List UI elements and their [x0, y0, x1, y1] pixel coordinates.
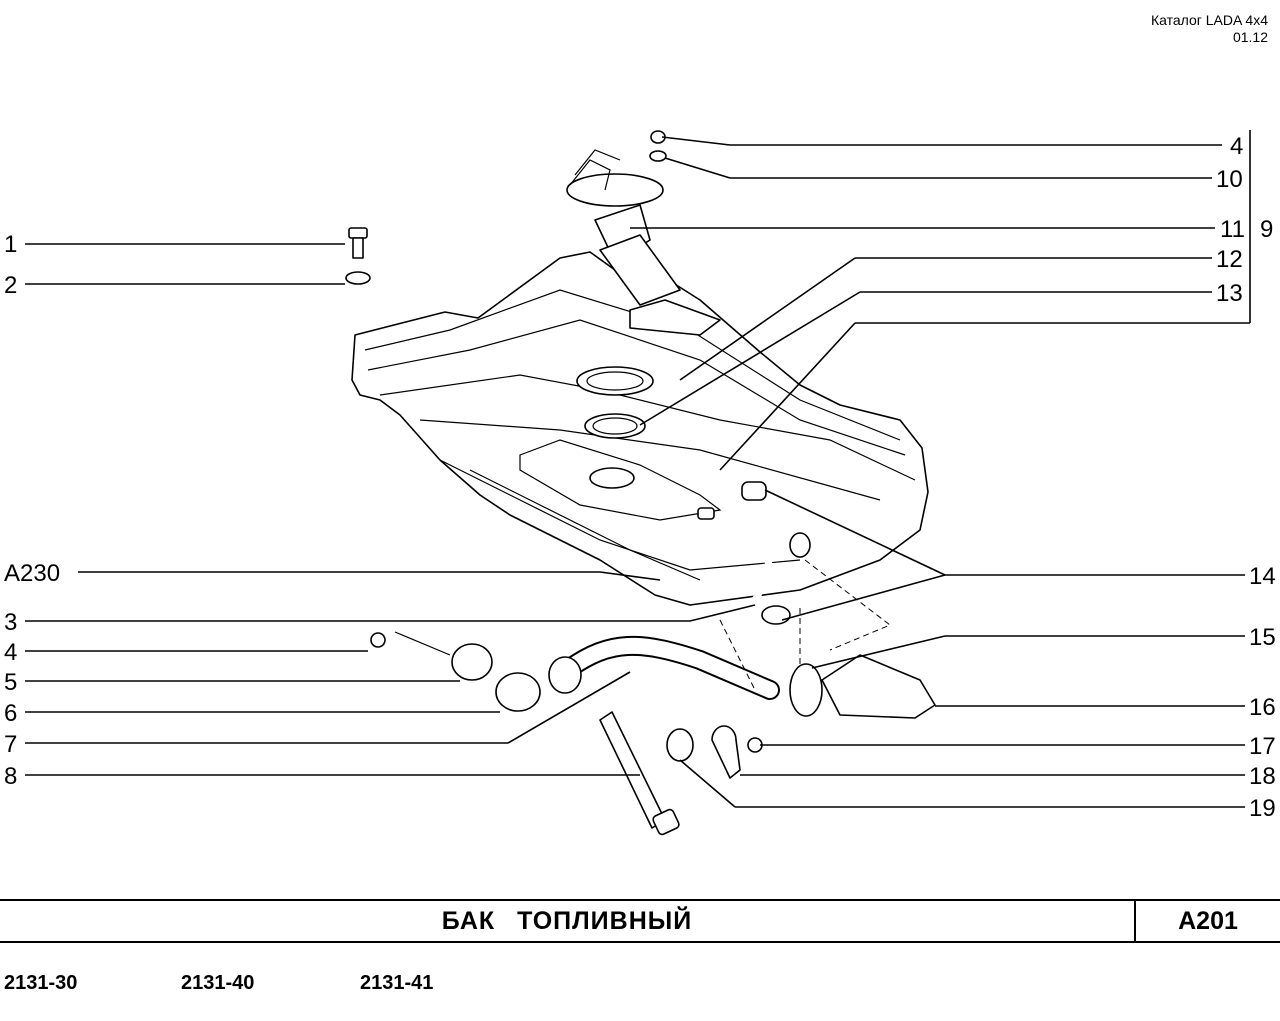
- page-title: БАК ТОПЛИВНЫЙ: [441, 907, 693, 935]
- model-code: 2131-30: [4, 972, 78, 994]
- seal-6: [495, 672, 541, 712]
- bushing-19: [666, 728, 694, 762]
- callout-16: 16: [1249, 694, 1276, 721]
- fuel-pump-module: [566, 149, 721, 336]
- clamp-14b: [761, 605, 791, 625]
- title-bar: БАК ТОПЛИВНЫЙ A201: [0, 899, 1280, 943]
- bolt-1: [348, 227, 368, 259]
- nut-17: [747, 737, 763, 753]
- callout-14: 14: [1249, 563, 1276, 590]
- model-code: 2131-40: [181, 972, 255, 994]
- catalog-name: Каталог LADA 4x4: [1150, 12, 1268, 28]
- callout-15: 15: [1249, 624, 1276, 651]
- callout-5: 5: [4, 669, 17, 696]
- callout-2: 2: [4, 272, 17, 299]
- washer-10: [649, 150, 667, 162]
- filler-cap-5: [451, 643, 493, 681]
- callout-4-right: 4: [1230, 133, 1243, 160]
- hose-16: [821, 654, 936, 719]
- callout-7: 7: [4, 731, 17, 758]
- callout-a230: A230: [4, 560, 60, 587]
- callout-11: 11: [1220, 216, 1245, 243]
- callout-1: 1: [4, 231, 17, 258]
- nut-4b: [370, 632, 386, 648]
- page-code: A201: [1134, 901, 1280, 941]
- clamp-14a: [789, 532, 811, 558]
- callout-19: 19: [1249, 795, 1276, 822]
- callout-9: 9: [1260, 216, 1273, 243]
- fuel-tank: [351, 251, 929, 606]
- bracket-18: [711, 725, 741, 779]
- model-code: 2131-41: [360, 972, 434, 994]
- callout-4-left: 4: [4, 639, 17, 666]
- callout-17: 17: [1249, 733, 1276, 760]
- filler-pipe-7: [548, 635, 780, 700]
- callout-3: 3: [4, 609, 17, 636]
- callout-10: 10: [1216, 166, 1243, 193]
- callout-18: 18: [1249, 763, 1276, 790]
- callout-13: 13: [1216, 280, 1243, 307]
- catalog-date: 01.12: [1232, 29, 1268, 45]
- callout-8: 8: [4, 763, 17, 790]
- cap-strap: [394, 631, 451, 656]
- washer-2: [345, 271, 371, 285]
- clamp-15: [789, 663, 823, 717]
- callout-12: 12: [1216, 246, 1243, 273]
- model-list: 2131-30 2131-40 2131-41: [0, 972, 1280, 1000]
- callout-6: 6: [4, 700, 17, 727]
- catalog-header: Каталог LADA 4x4 01.12: [1151, 12, 1268, 46]
- strap-8: [599, 711, 680, 836]
- fuel-tank-diagram: 1 2 A230 3 4 5 6 7 8 4 10 11 12 13 9 14 …: [4, 130, 1276, 836]
